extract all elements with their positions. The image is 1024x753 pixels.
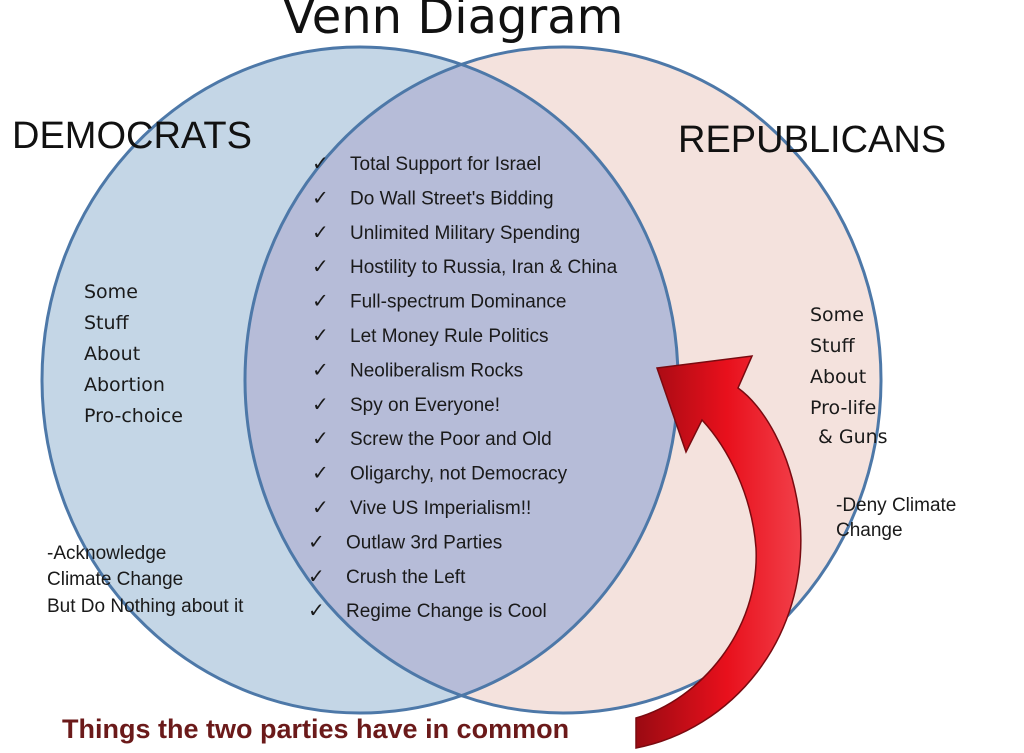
republicans-only-line: About: [810, 366, 866, 388]
common-item-label: Oligarchy, not Democracy: [350, 464, 568, 485]
checkmark-icon: ✓: [312, 151, 329, 175]
common-item-label: Crush the Left: [346, 567, 466, 588]
common-item: ✓ Hostility to Russia, Iran & China: [312, 254, 618, 278]
checkmark-icon: ✓: [312, 220, 329, 244]
checkmark-icon: ✓: [312, 357, 329, 381]
common-item-label: Total Support for Israel: [350, 154, 541, 175]
checkmark-icon: ✓: [308, 598, 325, 622]
common-item: ✓ Spy on Everyone!: [312, 392, 500, 416]
democrats-climate-line: But Do Nothing about it: [47, 596, 244, 617]
caption: Things the two parties have in common: [62, 714, 569, 744]
common-item: ✓ Do Wall Street's Bidding: [312, 185, 554, 209]
republicans-climate-note: -Deny Climate Change: [836, 495, 956, 541]
common-item: ✓ Crush the Left: [308, 564, 466, 588]
democrats-only-line: Some: [84, 281, 138, 303]
republicans-circle-outline: [243, 45, 883, 715]
republicans-climate-line: Change: [836, 520, 903, 541]
republicans-only-line: & Guns: [818, 426, 888, 448]
checkmark-icon: ✓: [308, 529, 325, 553]
checkmark-icon: ✓: [312, 289, 329, 313]
common-item-label: Vive US Imperialism!!: [350, 498, 531, 519]
common-item-label: Do Wall Street's Bidding: [350, 188, 554, 209]
checkmark-icon: ✓: [308, 564, 325, 588]
common-item: ✓ Unlimited Military Spending: [312, 220, 580, 244]
checkmark-icon: ✓: [312, 185, 329, 209]
democrats-only-line: About: [84, 343, 140, 365]
democrats-climate-line: -Acknowledge: [47, 543, 166, 564]
common-item-label: Regime Change is Cool: [346, 601, 547, 622]
republicans-only-list: Some Stuff About Pro-life & Guns: [810, 304, 888, 448]
common-item: ✓ Total Support for Israel: [312, 151, 541, 175]
page-title: Venn Diagram: [283, 0, 624, 45]
democrats-climate-note: -Acknowledge Climate Change But Do Nothi…: [47, 543, 244, 617]
common-item: ✓ Regime Change is Cool: [308, 598, 547, 622]
republicans-only-line: Some: [810, 304, 864, 326]
republicans-only-line: Stuff: [810, 335, 856, 357]
curved-arrow-icon: [635, 355, 802, 749]
democrats-climate-line: Climate Change: [47, 569, 183, 590]
common-item: ✓ Vive US Imperialism!!: [312, 495, 531, 519]
checkmark-icon: ✓: [312, 254, 329, 278]
common-item-label: Full-spectrum Dominance: [350, 292, 566, 313]
republicans-only-line: Pro-life: [810, 397, 876, 419]
democrats-only-line: Abortion: [84, 374, 165, 396]
checkmark-icon: ✓: [312, 426, 329, 450]
overlap-region: [245, 47, 678, 713]
common-item-label: Spy on Everyone!: [350, 395, 500, 416]
common-item: ✓ Neoliberalism Rocks: [312, 357, 523, 381]
common-item: ✓ Outlaw 3rd Parties: [308, 529, 502, 553]
common-item-label: Screw the Poor and Old: [350, 429, 552, 450]
republicans-climate-line: -Deny Climate: [836, 495, 956, 516]
republicans-label: REPUBLICANS: [678, 119, 946, 161]
democrats-only-line: Pro-choice: [84, 405, 183, 427]
democrats-only-line: Stuff: [84, 312, 130, 334]
common-item: ✓ Oligarchy, not Democracy: [312, 461, 568, 485]
common-items-list: ✓ Total Support for Israel ✓ Do Wall Street…: [308, 151, 618, 622]
common-item: ✓ Let Money Rule Politics: [312, 323, 549, 347]
checkmark-icon: ✓: [312, 461, 329, 485]
democrats-label: DEMOCRATS: [12, 115, 252, 157]
common-item-label: Let Money Rule Politics: [350, 326, 549, 347]
common-item-label: Neoliberalism Rocks: [350, 360, 523, 381]
common-item-label: Hostility to Russia, Iran & China: [350, 257, 618, 278]
checkmark-icon: ✓: [312, 323, 329, 347]
common-item: ✓ Screw the Poor and Old: [312, 426, 552, 450]
common-item-label: Unlimited Military Spending: [350, 223, 580, 244]
checkmark-icon: ✓: [312, 392, 329, 416]
checkmark-icon: ✓: [312, 495, 329, 519]
common-item-label: Outlaw 3rd Parties: [346, 532, 502, 553]
common-item: ✓ Full-spectrum Dominance: [312, 289, 566, 313]
democrats-only-list: Some Stuff About Abortion Pro-choice: [84, 281, 183, 427]
